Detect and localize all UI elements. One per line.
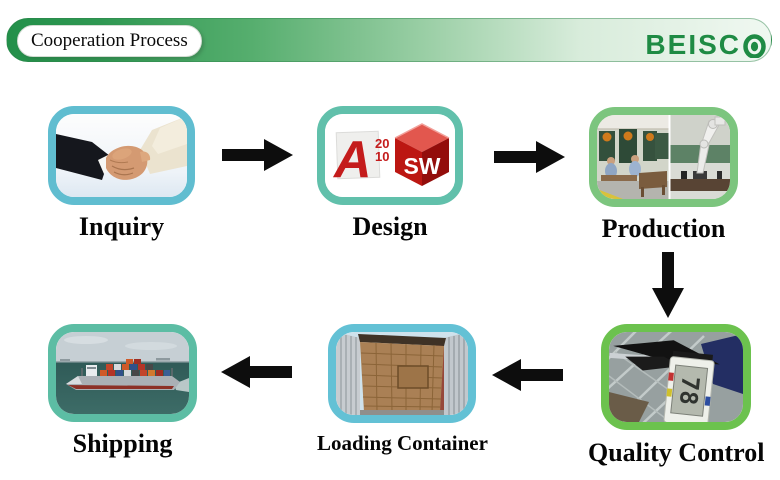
loading-photo-frame [328,324,477,423]
brand-logo: BEISC [645,29,766,61]
quality-photo-frame: 78 [601,324,752,430]
step-shipping: Shipping [48,324,197,457]
shipping-photo-frame [48,324,197,422]
caliper-photo-icon: 78 [609,332,744,422]
solidworks-letters: SW [403,153,440,179]
step-label-production: Production [601,214,726,243]
autocad-year-top: 20 [375,136,389,151]
arrow-inquiry-to-design-icon [222,139,293,171]
handshake-photo-icon [56,114,187,197]
container-ship-photo-icon [56,332,189,414]
step-loading-container: Loading Container [317,324,488,454]
header-bar: Cooperation Process [6,18,772,62]
step-label-loading-container: Loading Container [317,431,488,455]
step-label-design: Design [352,212,428,241]
step-design: A 20 10 SW Design [317,106,463,240]
step-label-quality-control: Quality Control [588,438,765,467]
page-title-text: Cooperation Process [31,30,188,51]
caliper-lcd-reading: 78 [674,375,705,407]
step-label-shipping: Shipping [72,429,173,458]
step-production: Production [589,107,738,242]
arrow-design-to-production-icon [494,141,565,173]
arrow-loading-to-shipping-icon [221,356,292,388]
autocad-year-bottom: 10 [375,149,389,164]
step-inquiry: Inquiry [48,106,195,240]
step-label-inquiry: Inquiry [78,212,165,241]
page-title: Cooperation Process [17,25,202,57]
production-photo-frame [589,107,738,207]
arrow-quality-to-loading-icon [492,359,563,391]
step-quality-control: 78 Quality Control [588,324,764,466]
inquiry-photo-frame [48,106,195,205]
arrow-production-to-quality-icon [652,252,684,318]
autocad-letter: A [332,131,372,189]
solidworks-cube-icon: SW [394,123,450,186]
container-loading-photo-icon [336,332,469,415]
cad-logos-icon: A 20 10 SW [325,114,455,197]
factory-photo-icon [597,115,730,199]
brand-text: BEISC [645,29,741,60]
brand-o-icon [743,33,766,58]
design-photo-frame: A 20 10 SW [317,106,463,205]
